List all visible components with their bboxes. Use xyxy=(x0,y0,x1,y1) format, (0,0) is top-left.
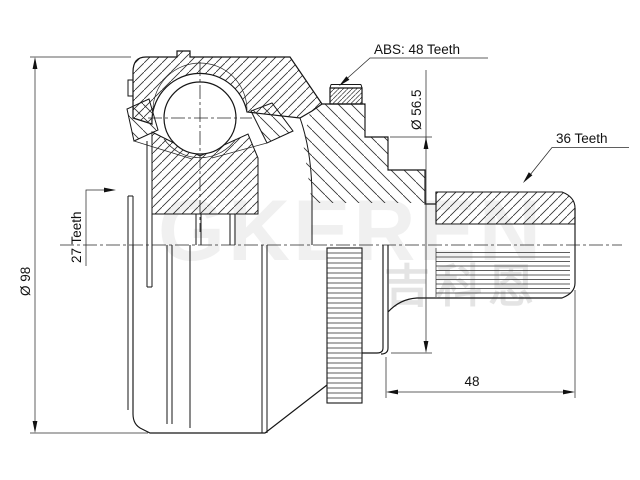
cage-section-right xyxy=(250,102,294,144)
bell-outline-bottom xyxy=(132,245,328,434)
spline-section xyxy=(435,191,576,225)
abs-ring-diameter-value: Ø 56.5 xyxy=(409,89,424,130)
callout-inner-spline: 27 Teeth xyxy=(69,187,116,266)
extension-lines xyxy=(385,290,576,398)
centerlines xyxy=(60,62,622,246)
outer-spline-label: 36 Teeth xyxy=(556,131,608,146)
shaft-back-section xyxy=(303,104,425,203)
arrow-up xyxy=(32,57,38,69)
arrow-down xyxy=(423,341,429,353)
arrow-up xyxy=(423,137,429,149)
arrow-right xyxy=(563,389,575,395)
dimension-outer-diameter: Ø 98 xyxy=(18,56,148,434)
leader-line xyxy=(525,147,629,181)
hub-outline-bottom xyxy=(146,245,153,288)
shaft-contour-bottom xyxy=(362,245,576,355)
spline-length-value: 48 xyxy=(464,374,479,389)
boot-groove-notch xyxy=(127,79,133,97)
spline-teeth-lines xyxy=(436,252,570,294)
extension-lines xyxy=(390,136,432,354)
extension-lines xyxy=(30,56,148,434)
cage-section-left xyxy=(126,98,159,142)
leader-arrow xyxy=(339,76,350,86)
outer-diameter-value: Ø 98 xyxy=(18,267,33,296)
abs-ring-teeth-lines xyxy=(327,252,362,399)
abs-ring-cap xyxy=(329,84,363,89)
cage-edge-lines xyxy=(133,140,268,160)
leader-line xyxy=(85,189,112,266)
leader-arrow xyxy=(523,172,533,183)
inner-spline-label: 27 Teeth xyxy=(69,211,84,263)
dimension-spline-length: 48 xyxy=(385,290,576,398)
boot-groove-lines-bottom xyxy=(166,245,268,433)
watermark-cjk-text: 吉科恩 xyxy=(384,260,540,312)
arrow-left xyxy=(386,389,398,395)
bore-groove-lines xyxy=(195,214,236,245)
callout-abs-ring: ABS: 48 Teeth xyxy=(339,42,488,86)
dimension-abs-ring-diameter: Ø 56.5 xyxy=(390,70,432,354)
outer-race-section xyxy=(132,50,323,125)
arrow-down xyxy=(32,421,38,433)
hub-face-lines xyxy=(127,141,153,245)
shaft-step-contour xyxy=(322,103,437,205)
leader-line xyxy=(341,57,488,84)
abs-ring-label: ABS: 48 Teeth xyxy=(374,42,460,57)
leader-arrow xyxy=(104,187,116,193)
callout-outer-spline: 36 Teeth xyxy=(523,131,629,183)
abs-ring-bottom xyxy=(326,247,363,404)
abs-ring-section xyxy=(329,87,363,105)
